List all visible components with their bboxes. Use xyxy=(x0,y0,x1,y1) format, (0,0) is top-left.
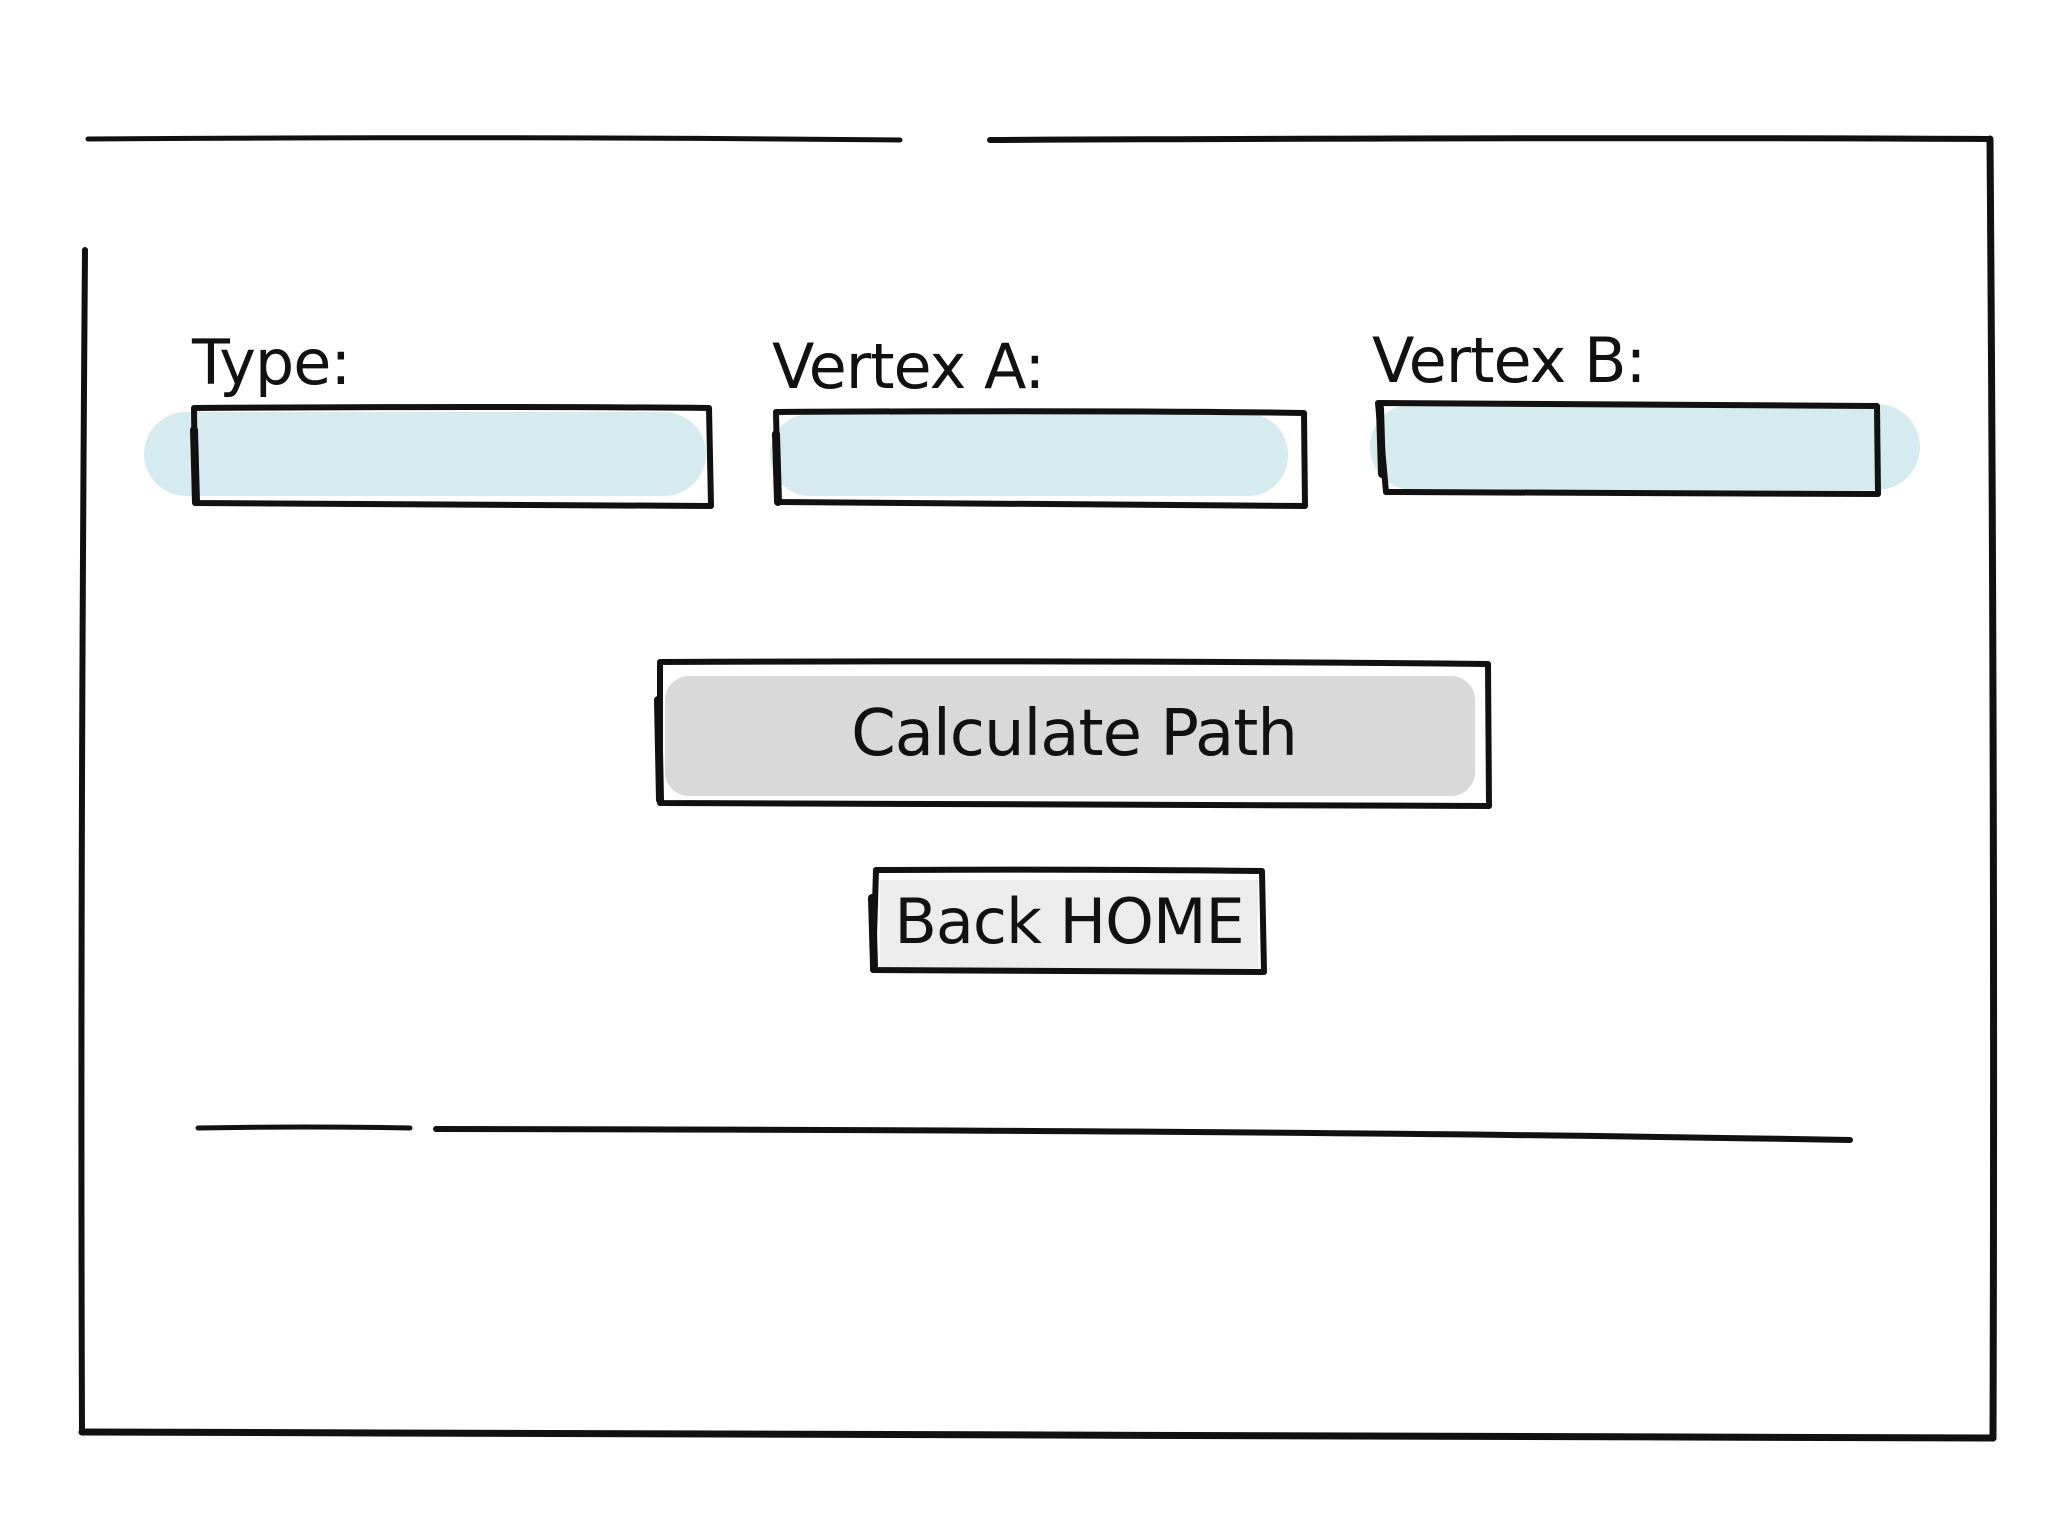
frame-bottom-stroke xyxy=(78,1428,1997,1442)
back-button-border xyxy=(870,866,1267,975)
calculate-button-fill xyxy=(665,676,1475,796)
calculate-button-border xyxy=(657,658,1492,809)
frame-top-right-stroke xyxy=(987,135,1993,143)
calculate-button-left-tick xyxy=(654,696,664,804)
back-button-fill xyxy=(880,880,1258,968)
type-field-border xyxy=(191,404,714,509)
vertex-b-field-border xyxy=(1375,400,1881,497)
divider-line-right xyxy=(433,1126,1853,1143)
type-label: Type: xyxy=(192,326,351,399)
divider-line-left xyxy=(195,1124,413,1131)
frame-right-stroke xyxy=(1986,135,1998,1442)
vertex-a-label: Vertex A: xyxy=(772,330,1045,403)
type-field-left-tick xyxy=(190,426,200,506)
vertex-b-field-left-tick xyxy=(1376,404,1386,478)
type-input[interactable] xyxy=(200,414,704,502)
vertex-a-field-left-tick xyxy=(772,430,782,506)
back-home-label: Back HOME xyxy=(894,884,1244,958)
frame-left-stroke xyxy=(78,247,88,1435)
frame-top-left-stroke xyxy=(85,135,903,143)
calculate-path-button[interactable]: Calculate Path xyxy=(662,664,1486,804)
back-home-button[interactable]: Back HOME xyxy=(876,872,1262,970)
back-button-left-tick xyxy=(868,894,878,970)
vertex-a-field-border xyxy=(773,408,1308,509)
vertex-a-input[interactable] xyxy=(782,418,1300,502)
calculate-path-label: Calculate Path xyxy=(851,697,1298,771)
vertex-b-label: Vertex B: xyxy=(1372,324,1646,397)
vertex-b-input[interactable] xyxy=(1386,408,1874,490)
